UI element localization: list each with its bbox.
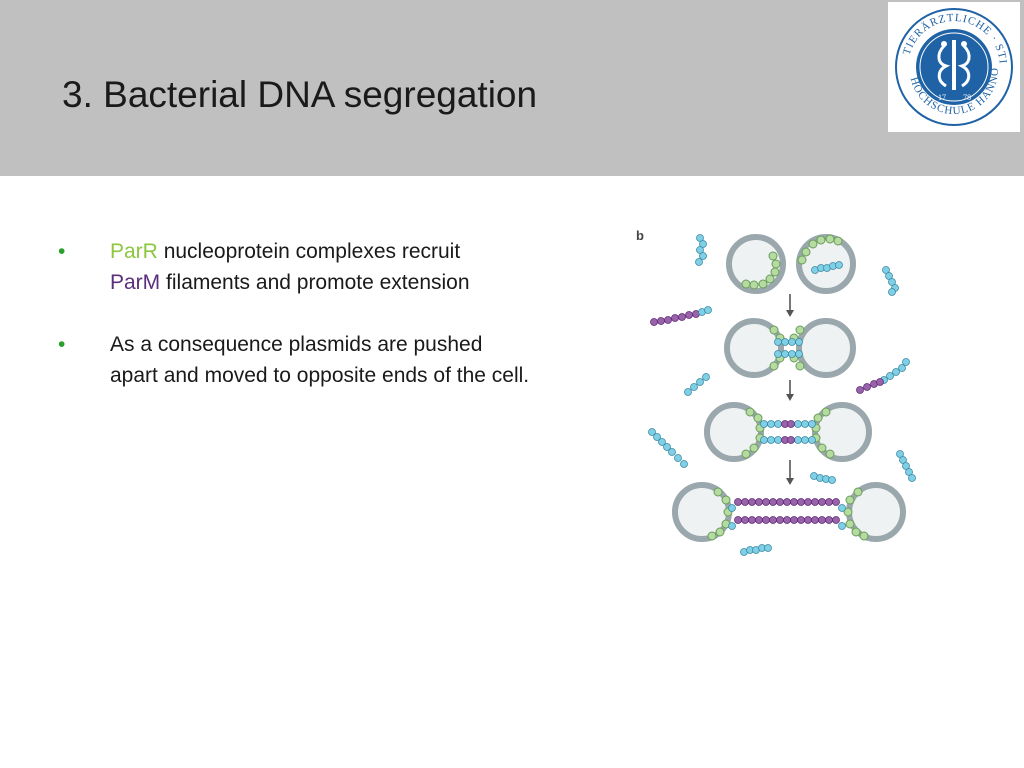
down-arrow-icon: [786, 478, 794, 485]
parM-monomers: [695, 234, 899, 296]
parR-cluster: [707, 487, 869, 541]
bullet-list: • ParR nucleoprotein complexes recruit P…: [58, 236, 578, 422]
figure-panel-label: b: [636, 228, 644, 243]
parr-label: ParR: [110, 240, 158, 263]
parM-monomers: [648, 428, 916, 484]
parM-filament: [760, 420, 816, 444]
parM-filament: [728, 498, 846, 530]
slide-title: 3. Bacterial DNA segregation: [62, 74, 538, 115]
parM-monomers: [740, 544, 772, 556]
bullet-marker: •: [58, 333, 66, 356]
bullet-marker: •: [58, 240, 66, 263]
slide-header: 3. Bacterial DNA segregation TIERÄRZTLIC…: [0, 0, 1024, 176]
bullet-item-parr-parm: • ParR nucleoprotein complexes recruit P…: [58, 236, 578, 298]
svg-text:78: 78: [963, 93, 971, 102]
plasmid-ring: [796, 234, 856, 294]
svg-text:17: 17: [938, 93, 946, 102]
down-arrow-icon: [786, 310, 794, 317]
parM-monomers: [650, 306, 910, 396]
bullet-item-consequence: • As a consequence plasmids are pushed a…: [58, 329, 578, 391]
parR-cluster: [797, 234, 843, 265]
parR-cluster: [741, 251, 781, 290]
parm-label: ParM: [110, 271, 161, 294]
logo-seal-icon: TIERÄRZTLICHE · STIFTUNG HOCHSCHULE HANN…: [884, 0, 1016, 129]
bullet-text: As a consequence plasmids are pushed apa…: [110, 333, 530, 387]
plasmid-ring: [724, 318, 784, 378]
bullet-text: filaments and promote extension: [160, 271, 470, 294]
plasmid-ring: [796, 318, 856, 378]
down-arrow-icon: [786, 394, 794, 401]
parM-filament: [774, 338, 803, 358]
university-logo: TIERÄRZTLICHE · STIFTUNG HOCHSCHULE HANN…: [884, 0, 1020, 132]
plasmid-segregation-figure: [648, 234, 916, 556]
bullet-text: nucleoprotein complexes recruit: [157, 240, 461, 263]
